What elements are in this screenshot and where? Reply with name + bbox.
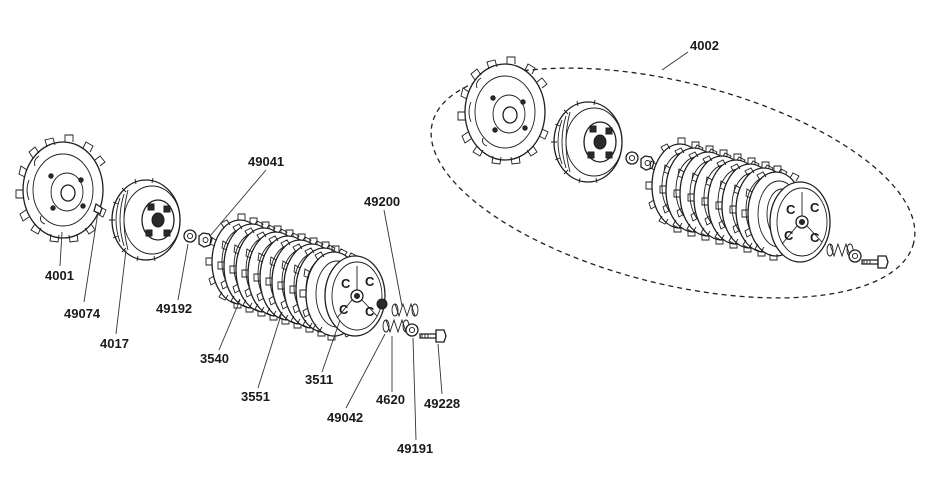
label-49191: 49191: [397, 441, 433, 456]
label-49041: 49041: [248, 154, 284, 169]
left-assembly: [15, 134, 447, 343]
label-49042: 49042: [327, 410, 363, 425]
washer-49192-drawing: [183, 229, 197, 243]
washer-49191-drawing: [405, 323, 419, 337]
nut-49041-drawing: [198, 232, 213, 248]
clutch-basket-drawing: [15, 134, 107, 243]
kit-4002-assembly: [430, 56, 916, 299]
part-labels: 4001 49074 4017 49192 49041 3540 3551 35…: [45, 38, 719, 456]
pressure-plate-drawing: [324, 255, 386, 337]
center-bolt-drawing: [376, 298, 388, 310]
inner-hub-drawing: [108, 177, 181, 262]
kit-washer-2-drawing: [848, 249, 862, 263]
label-4002: 4002: [690, 38, 719, 53]
kit-washer-drawing: [625, 151, 639, 165]
label-49228: 49228: [424, 396, 460, 411]
kit-pressure-plate-drawing: [769, 181, 831, 263]
kit-bolt-drawing: [861, 255, 889, 269]
label-3511: 3511: [305, 372, 333, 387]
label-49192: 49192: [156, 301, 192, 316]
label-3551: 3551: [241, 389, 270, 404]
kit-hub-drawing: [550, 99, 623, 184]
label-49200: 49200: [364, 194, 400, 209]
spring-4620-drawing: [382, 319, 410, 333]
label-4001: 4001: [45, 268, 74, 283]
kit-nut-drawing: [640, 155, 655, 171]
leader-lines: [59, 51, 689, 441]
bolt-49228-drawing: [419, 329, 447, 343]
spring-49200-drawing: [391, 303, 419, 317]
kit-basket-drawing: [457, 56, 549, 165]
label-4620: 4620: [376, 392, 405, 407]
basket-clip-drawing: [93, 202, 103, 215]
kit-4002-outline: [430, 67, 916, 299]
label-3540: 3540: [200, 351, 229, 366]
label-49074: 49074: [64, 306, 101, 321]
label-4017: 4017: [100, 336, 129, 351]
